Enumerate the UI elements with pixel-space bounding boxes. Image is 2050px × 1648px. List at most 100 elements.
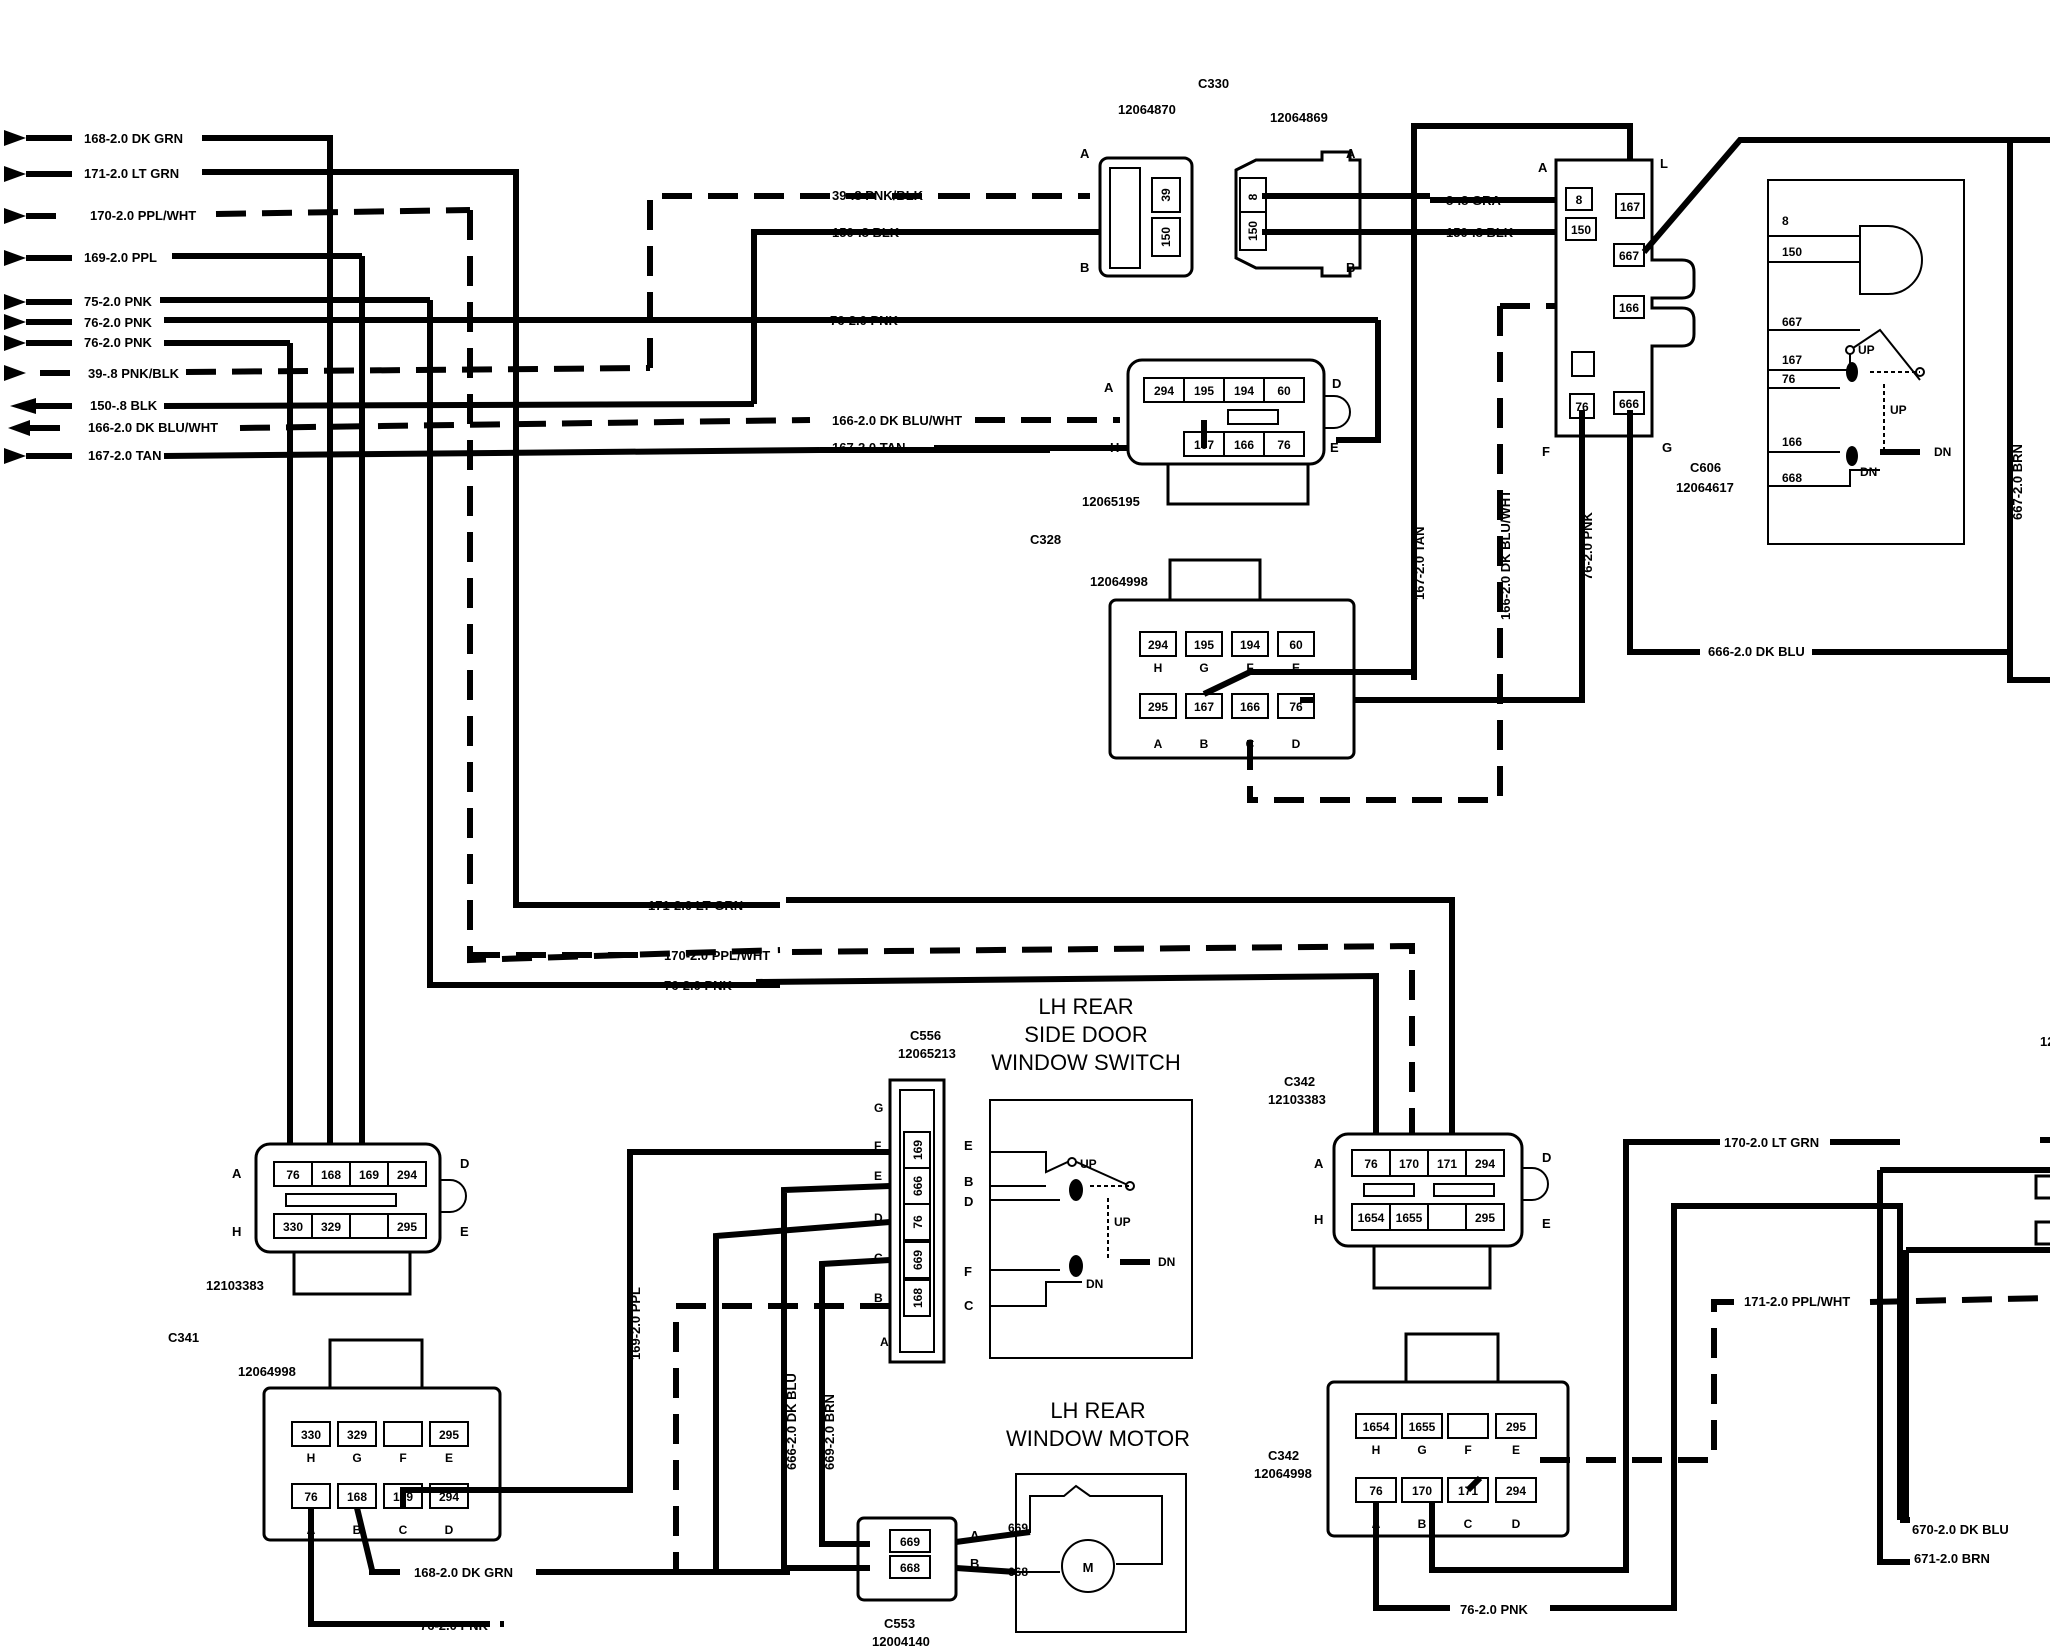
left-wire-label: 169-2.0 PPL bbox=[84, 250, 157, 265]
c341-upper-letter: D bbox=[460, 1156, 469, 1171]
c556-title: C556 bbox=[910, 1028, 941, 1043]
lh-switch-dn-label: DN bbox=[1086, 1277, 1103, 1291]
c342-upper-pin: 171 bbox=[1437, 1157, 1457, 1171]
c342-lower-part: 12064998 bbox=[1254, 1466, 1312, 1481]
c328-pin: 167 bbox=[1194, 700, 1214, 714]
c606-letter: G bbox=[1662, 440, 1672, 455]
c556-left-letter: A bbox=[880, 1335, 889, 1349]
c556-left-letter: G bbox=[874, 1101, 883, 1115]
left-wire-2: 171-2.0 LT GRN bbox=[4, 166, 350, 182]
left-wire-label: 76-2.0 PNK bbox=[84, 335, 153, 350]
c341-upper-pin: 168 bbox=[321, 1168, 341, 1182]
c330-side-letter: B bbox=[1080, 260, 1089, 275]
c342-lower-pin: 170 bbox=[1412, 1484, 1432, 1498]
c342-lower-letter: C bbox=[1464, 1517, 1473, 1531]
c553-letter: B bbox=[970, 1556, 979, 1571]
lh-motor: LH REAR WINDOW MOTOR M 669 668 bbox=[1006, 1398, 1190, 1633]
left-wire-label: 76-2.0 PNK bbox=[84, 315, 153, 330]
c341-lower-pin: 329 bbox=[347, 1428, 367, 1442]
c556-pin: 669 bbox=[911, 1250, 925, 1270]
c341-upper-letter: H bbox=[232, 1224, 241, 1239]
c328-pin: 295 bbox=[1148, 700, 1168, 714]
c328-title: C328 bbox=[1030, 532, 1061, 547]
top-switch-letter: H bbox=[1110, 440, 1119, 455]
c328-letter: G bbox=[1199, 661, 1208, 675]
c342-lower-body bbox=[1326, 1380, 1570, 1538]
wire-label-dk-blu-wht: 166-2.0 DK BLU/WHT bbox=[832, 413, 962, 428]
c341-lower-pin: 76 bbox=[304, 1490, 318, 1504]
lh-switch-title-line-3: WINDOW SWITCH bbox=[991, 1050, 1180, 1075]
c342-lower-letter: F bbox=[1464, 1443, 1471, 1457]
left-wire-label: 170-2.0 PPL/WHT bbox=[90, 208, 196, 223]
c556-pin: 168 bbox=[911, 1288, 925, 1308]
c328-letter: F bbox=[1246, 661, 1253, 675]
wire-label-v-pnk: 76-2.0 PNK bbox=[1580, 511, 1595, 580]
c556-left-letter: B bbox=[874, 1291, 883, 1305]
c553: 669 668 A B C553 12004140 bbox=[784, 1516, 1031, 1648]
wire-label-blk-right: 150-.8 BLK bbox=[1446, 225, 1514, 240]
c342-lower-title: C342 bbox=[1268, 1448, 1299, 1463]
wire-label-tan: 167-2.0 TAN bbox=[832, 440, 905, 455]
c341-lower-letter: C bbox=[399, 1523, 408, 1537]
wire-label-dk-blu: 666-2.0 DK BLU bbox=[1708, 644, 1805, 659]
c341-lower-pin: 330 bbox=[301, 1428, 321, 1442]
left-trunks bbox=[287, 135, 1050, 1150]
c328-pin: 194 bbox=[1240, 638, 1260, 652]
c556-pin: 666 bbox=[911, 1176, 925, 1196]
c556-pin: 169 bbox=[911, 1140, 925, 1160]
c328-letter: E bbox=[1292, 661, 1300, 675]
lh-motor-title-line-1: LH REAR bbox=[1050, 1398, 1145, 1423]
c342-upper-pin: 76 bbox=[1364, 1157, 1378, 1171]
top-switch-pin: 195 bbox=[1194, 384, 1214, 398]
c342-lower: C342 12064998 1654 1655 295 H G F E 76 1… bbox=[1254, 1139, 1750, 1611]
c341-lower-letter: G bbox=[352, 1451, 361, 1465]
inset-dn-label: DN bbox=[1934, 445, 1951, 459]
wire-label-pnk-bottom: 76-2.0 PNK bbox=[420, 1618, 489, 1633]
c606-pin: 667 bbox=[1619, 249, 1639, 263]
wire-label-gra: 8-.8 GRA bbox=[1446, 193, 1502, 208]
left-wire-8: 39-.8 PNK/BLK bbox=[4, 365, 651, 381]
wire-label-ppl-wht-mid: 170-2.0 PPL/WHT bbox=[664, 948, 770, 963]
lh-switch-up-label: UP bbox=[1080, 1157, 1097, 1171]
wire-label-ppl-wht-right: 171-2.0 PPL/WHT bbox=[1744, 1294, 1850, 1309]
c556-left-letter: D bbox=[874, 1211, 883, 1225]
c606-part: 12064617 bbox=[1676, 480, 1734, 495]
middle-runs: 171-2.0 LT GRN 170-2.0 PPL/WHT 76-2.0 PN… bbox=[430, 897, 1455, 1150]
c341-lower-letter: H bbox=[307, 1451, 316, 1465]
top-wires: 39-.8 PNK/BLK 150-.8 BLK 76-2.0 PNK 166-… bbox=[830, 188, 1381, 455]
top-switch-pin: 60 bbox=[1277, 384, 1291, 398]
inset-pin: 668 bbox=[1782, 471, 1802, 485]
c330-side-letter: A bbox=[1080, 146, 1090, 161]
lh-motor-pin: 668 bbox=[1008, 1565, 1028, 1579]
lh-switch-box bbox=[989, 1099, 1193, 1359]
c342-lower-pin: 295 bbox=[1506, 1420, 1526, 1434]
inset-pin: 667 bbox=[1782, 315, 1802, 329]
left-wire-10: 166-2.0 DK BLU/WHT bbox=[8, 417, 811, 436]
c341-lower-letter: B bbox=[353, 1523, 362, 1537]
top-switch-letter: A bbox=[1104, 380, 1114, 395]
motor-symbol-label: M bbox=[1083, 1560, 1094, 1575]
c342-upper-pin: 294 bbox=[1475, 1157, 1495, 1171]
c342-lower-letter: D bbox=[1512, 1517, 1521, 1531]
top-switch-pin: 294 bbox=[1154, 384, 1174, 398]
inset-pin: 167 bbox=[1782, 353, 1802, 367]
c330-pin: 39 bbox=[1159, 188, 1173, 202]
left-wire-label: 168-2.0 DK GRN bbox=[84, 131, 183, 146]
left-wire-label: 39-.8 PNK/BLK bbox=[88, 366, 180, 381]
c556-right-letter: C bbox=[964, 1298, 974, 1313]
c341-upper-pin: 76 bbox=[286, 1168, 300, 1182]
c341-lower: C341 12064998 330 329 295 H G F E 76 168… bbox=[168, 1149, 870, 1627]
wire-label-lt-grn-mid: 171-2.0 LT GRN bbox=[648, 898, 743, 913]
wire-label-pnk-mid: 76-2.0 PNK bbox=[664, 978, 733, 993]
top-switch-connector: 294 195 194 60 167 166 76 A D H E 120651… bbox=[1082, 358, 1351, 509]
switch-inset-box bbox=[1767, 179, 1965, 545]
c606-pin: 666 bbox=[1619, 397, 1639, 411]
c328-pin: 166 bbox=[1240, 700, 1260, 714]
c328-pin: 195 bbox=[1194, 638, 1214, 652]
c342-upper-letter: H bbox=[1314, 1212, 1323, 1227]
c553-title: C553 bbox=[884, 1616, 915, 1631]
c330-right-part: 12064869 bbox=[1270, 110, 1328, 125]
c341-upper-pin: 295 bbox=[397, 1220, 417, 1234]
left-wire-1: 168-2.0 DK GRN bbox=[4, 130, 320, 146]
c341-lower-body bbox=[262, 1386, 502, 1542]
